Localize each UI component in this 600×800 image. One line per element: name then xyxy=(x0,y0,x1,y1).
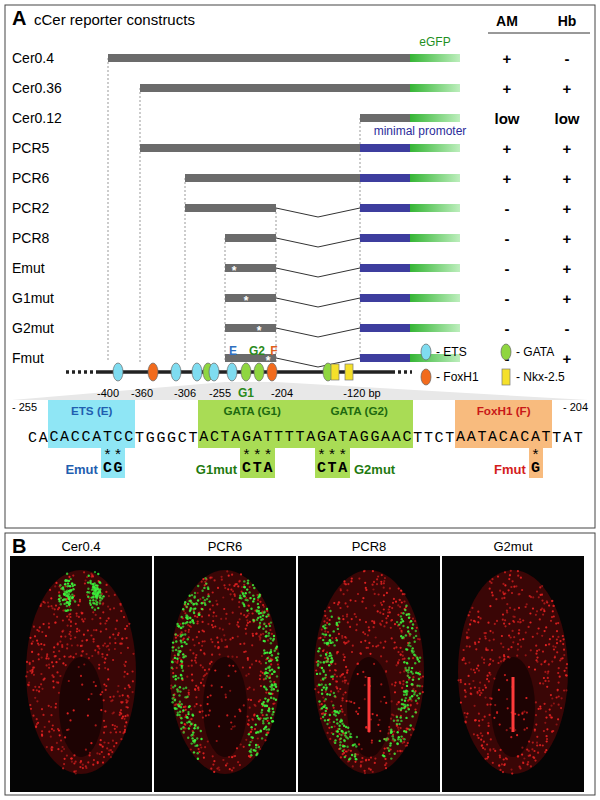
figure-stage: AcCer reporter constructsAMHbeGFPCer0.4+… xyxy=(0,0,600,800)
